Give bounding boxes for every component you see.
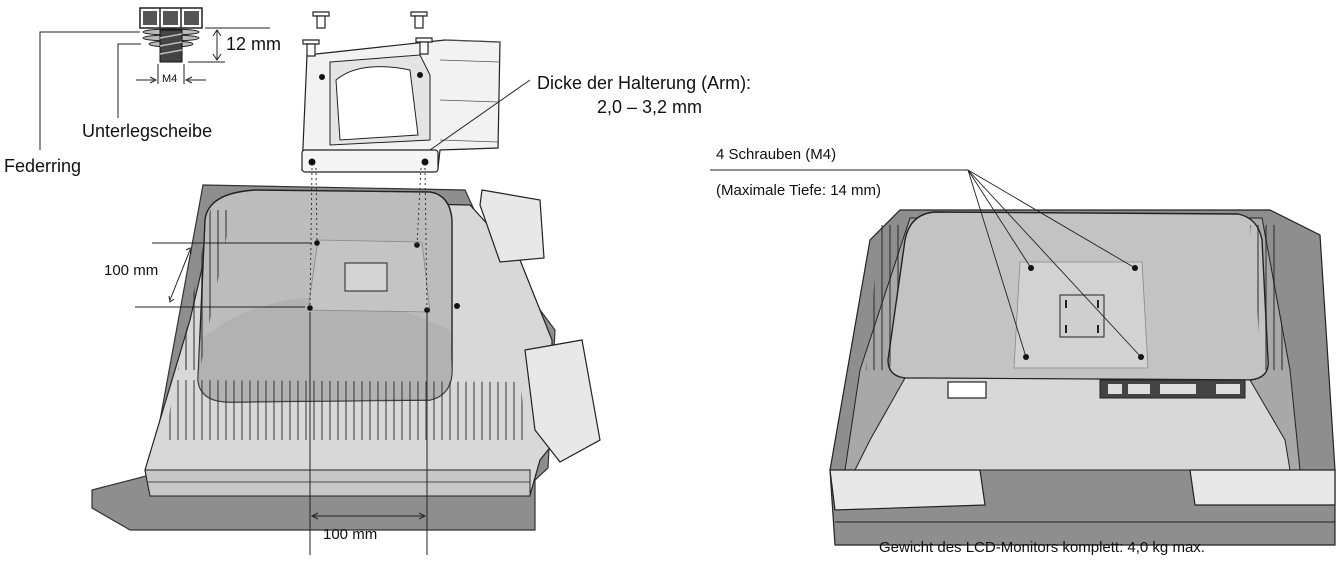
left-foot-top	[479, 189, 545, 263]
power-connector	[947, 381, 987, 399]
left-monitor	[91, 184, 601, 531]
screw-icon	[312, 11, 330, 29]
horizontal-spacing-label: 100 mm	[323, 526, 378, 543]
right-leaders	[710, 169, 1142, 358]
screw-icon	[410, 11, 428, 29]
left-screws	[302, 11, 433, 57]
arm-thickness-value: 2,0 – 3,2 mm	[597, 97, 703, 117]
screws-label: 4 Schrauben (M4)	[716, 146, 837, 163]
screw-detail	[39, 7, 270, 150]
arm-thickness-title: Dicke der Halterung (Arm):	[537, 73, 752, 93]
spring-washer-label: Federring	[4, 156, 82, 176]
screw-length-label: 12 mm	[226, 34, 282, 54]
screw-icon	[415, 37, 433, 55]
right-monitor	[829, 209, 1336, 546]
alignment-lines	[309, 167, 428, 311]
left-foot-bottom	[524, 339, 601, 463]
vertical-spacing-label: 100 mm	[104, 262, 159, 279]
thread-label: M4	[162, 73, 178, 85]
screw-icon	[302, 39, 320, 57]
weight-label: Gewicht des LCD-Monitors komplett: 4,0 k…	[879, 539, 1205, 556]
right-foot-left	[829, 469, 986, 511]
mounting-arm	[301, 39, 501, 173]
left-monitor-edge	[144, 469, 531, 497]
max-depth-label: (Maximale Tiefe: 14 mm)	[716, 182, 882, 199]
washer-label: Unterlegscheibe	[82, 121, 213, 141]
left-center-label	[344, 262, 388, 292]
left-dimensions	[135, 79, 531, 555]
right-foot-right	[1189, 469, 1336, 506]
